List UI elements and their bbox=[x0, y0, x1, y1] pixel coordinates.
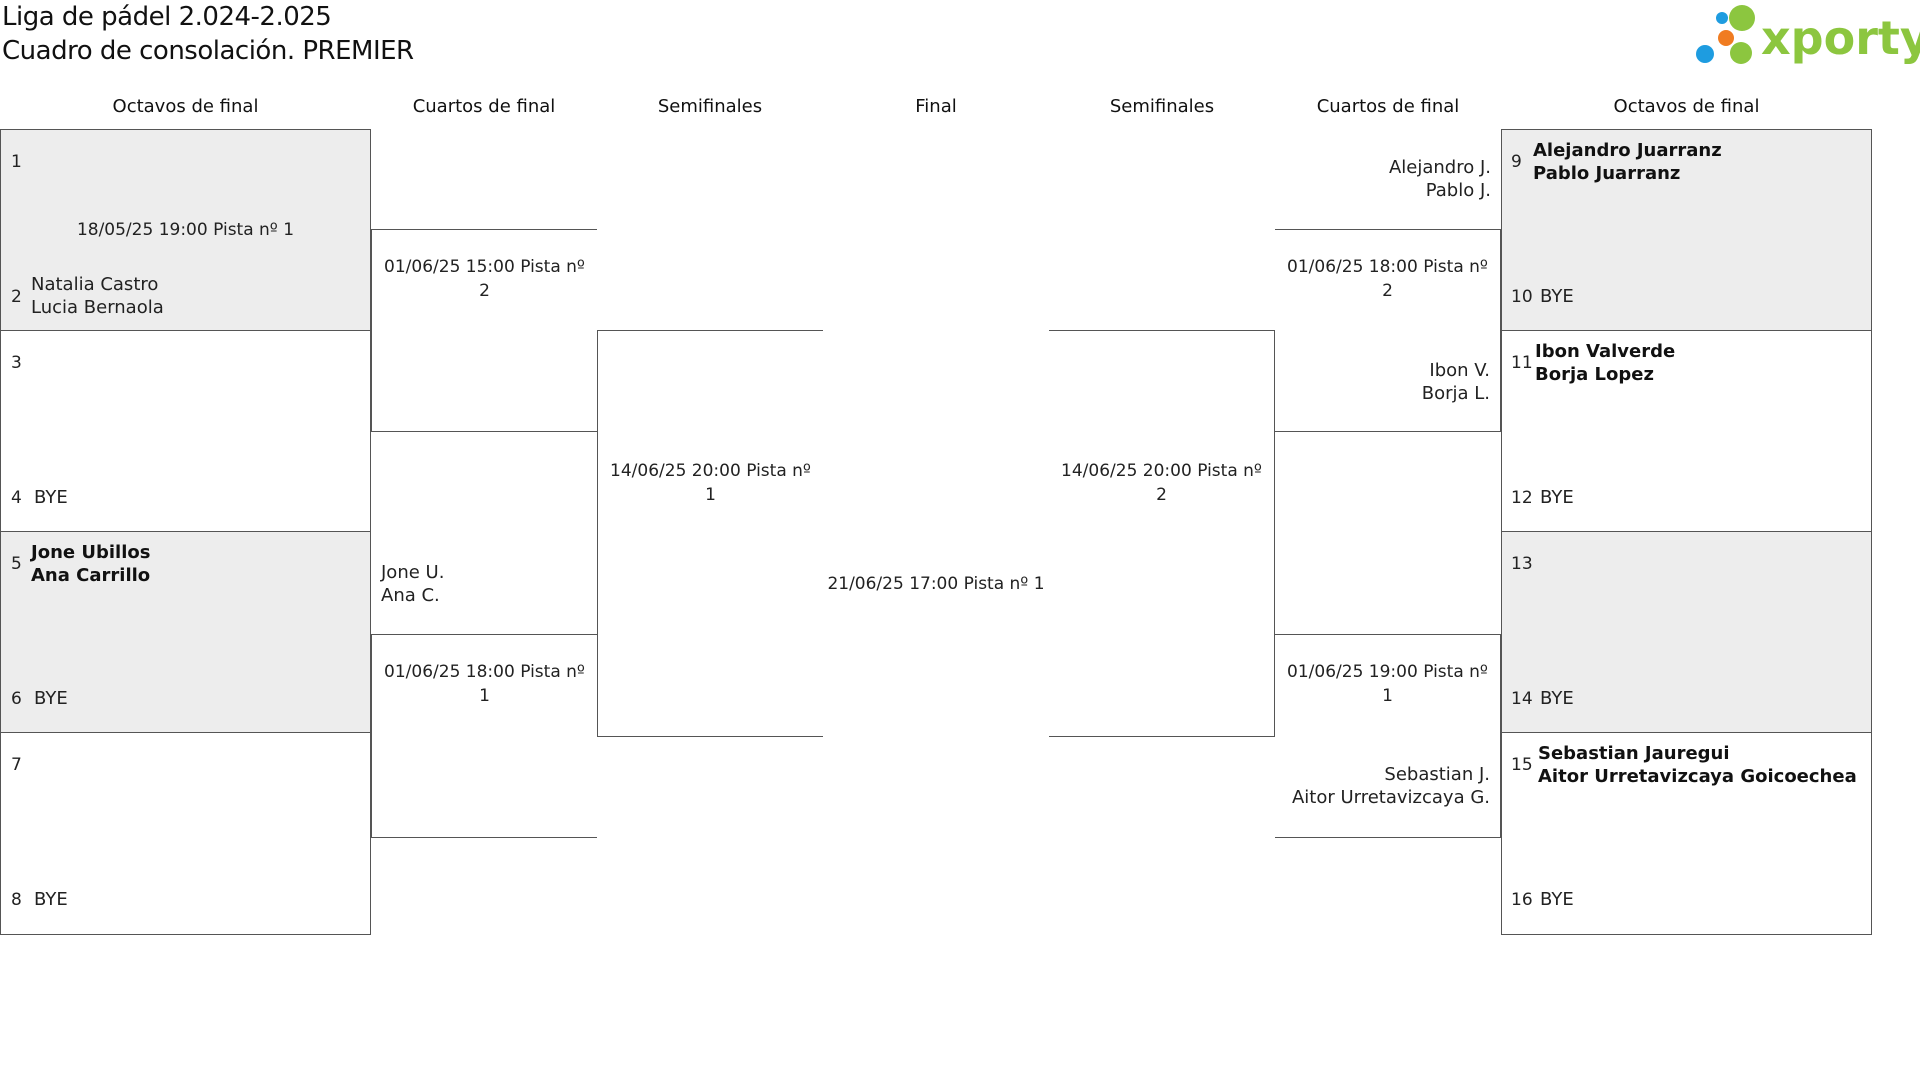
match-schedule: 14/06/25 20:00 Pista nº 2 bbox=[1061, 461, 1262, 505]
team-natalia-lucia: Natalia Castro Lucia Bernaola bbox=[31, 273, 164, 319]
seed-5: 5 bbox=[11, 554, 22, 574]
team-bye: BYE bbox=[1540, 487, 1574, 508]
player-name: Ana C. bbox=[381, 585, 440, 606]
seed-11: 11 bbox=[1511, 353, 1533, 373]
right-r16-match-3[interactable]: 13 14 BYE bbox=[1501, 531, 1872, 733]
team-ibon-borja: Ibon Valverde Borja Lopez bbox=[1535, 340, 1675, 386]
player-name: Borja L. bbox=[1421, 383, 1490, 404]
player-name: Aitor Urretavizcaya Goicoechea bbox=[1538, 766, 1857, 787]
team-sebastian-j-aitor-u: Sebastian J. Aitor Urretavizcaya G. bbox=[1275, 763, 1490, 809]
team-bye: BYE bbox=[1540, 889, 1574, 910]
final-schedule: 21/06/25 17:00 Pista nº 1 bbox=[827, 574, 1045, 594]
player-name: Sebastian Jauregui bbox=[1538, 743, 1730, 764]
left-sf-match[interactable]: 14/06/25 20:00 Pista nº 1 bbox=[597, 330, 823, 737]
match-schedule: 01/06/25 15:00 Pista nº 2 bbox=[384, 257, 585, 301]
player-name: Pablo J. bbox=[1425, 180, 1491, 201]
bracket-subtitle: Cuadro de consolación. PREMIER bbox=[2, 36, 414, 66]
left-r16-match-4[interactable]: 7 8 BYE bbox=[0, 732, 371, 935]
right-sf-match[interactable]: 14/06/25 20:00 Pista nº 2 bbox=[1049, 330, 1275, 737]
player-name: Aitor Urretavizcaya G. bbox=[1291, 787, 1490, 808]
col-header-left-qf: Cuartos de final bbox=[412, 96, 556, 117]
player-name: Ana Carrillo bbox=[31, 565, 151, 586]
match-schedule: 18/05/25 19:00 Pista nº 1 bbox=[76, 220, 295, 240]
player-name: Natalia Castro bbox=[31, 274, 159, 295]
match-schedule: 01/06/25 18:00 Pista nº 1 bbox=[384, 662, 585, 706]
team-bye: BYE bbox=[1540, 286, 1574, 307]
logo-text: xporty bbox=[1761, 11, 1920, 65]
right-qf-match-2[interactable]: 01/06/25 19:00 Pista nº 1 Sebastian J. A… bbox=[1275, 634, 1501, 838]
seed-1: 1 bbox=[11, 152, 22, 172]
logo-dots-icon: xporty bbox=[1696, 5, 1920, 65]
player-name: Ibon V. bbox=[1429, 360, 1490, 381]
seed-16: 16 bbox=[1511, 890, 1533, 910]
match-schedule: 14/06/25 20:00 Pista nº 1 bbox=[610, 461, 811, 505]
team-alejandro-pablo: Alejandro Juarranz Pablo Juarranz bbox=[1533, 139, 1722, 185]
match-schedule: 01/06/25 19:00 Pista nº 1 bbox=[1287, 662, 1488, 706]
right-r16-match-1[interactable]: 9 Alejandro Juarranz Pablo Juarranz 10 B… bbox=[1501, 129, 1872, 331]
team-bye: BYE bbox=[34, 688, 68, 709]
right-r16-match-4[interactable]: 15 Sebastian Jauregui Aitor Urretavizcay… bbox=[1501, 732, 1872, 935]
seed-12: 12 bbox=[1511, 488, 1533, 508]
left-r16-match-2[interactable]: 3 4 BYE bbox=[0, 330, 371, 532]
player-name: Jone Ubillos bbox=[31, 542, 151, 563]
team-ibon-v-borja-l: Ibon V. Borja L. bbox=[1275, 359, 1490, 405]
col-header-final: Final bbox=[915, 96, 957, 117]
player-name: Pablo Juarranz bbox=[1533, 163, 1681, 184]
player-name: Ibon Valverde bbox=[1535, 341, 1676, 362]
team-bye: BYE bbox=[34, 889, 68, 910]
player-name: Alejandro Juarranz bbox=[1533, 140, 1722, 161]
player-name: Sebastian J. bbox=[1384, 764, 1490, 785]
seed-7: 7 bbox=[11, 755, 22, 775]
seed-6: 6 bbox=[11, 689, 22, 709]
seed-13: 13 bbox=[1511, 554, 1533, 574]
left-qf-match-2[interactable]: 01/06/25 18:00 Pista nº 1 bbox=[371, 634, 597, 838]
seed-15: 15 bbox=[1511, 755, 1533, 775]
col-header-left-r16: Octavos de final bbox=[112, 96, 259, 117]
league-title: Liga de pádel 2.024-2.025 bbox=[2, 2, 332, 32]
right-qf-match-1[interactable]: 01/06/25 18:00 Pista nº 2 Ibon V. Borja … bbox=[1275, 229, 1501, 432]
xporty-logo: xporty bbox=[1695, 4, 1920, 70]
seed-8: 8 bbox=[11, 890, 22, 910]
team-sebastian-aitor: Sebastian Jauregui Aitor Urretavizcaya G… bbox=[1538, 742, 1857, 788]
team-bye: BYE bbox=[34, 487, 68, 508]
team-alejandro-j-pablo-j: Alejandro J. Pablo J. bbox=[1275, 156, 1491, 202]
seed-10: 10 bbox=[1511, 287, 1533, 307]
player-name: Lucia Bernaola bbox=[31, 297, 164, 318]
seed-2: 2 bbox=[11, 287, 22, 307]
left-qf-match-1[interactable]: 01/06/25 15:00 Pista nº 2 bbox=[371, 229, 597, 432]
right-r16-match-2[interactable]: 11 Ibon Valverde Borja Lopez 12 BYE bbox=[1501, 330, 1872, 532]
page-title: Liga de pádel 2.024-2.025 Cuadro de cons… bbox=[2, 0, 414, 68]
left-r16-match-3[interactable]: 5 Jone Ubillos Ana Carrillo 6 BYE bbox=[0, 531, 371, 733]
player-name: Jone U. bbox=[381, 562, 445, 583]
seed-14: 14 bbox=[1511, 689, 1533, 709]
match-schedule: 01/06/25 18:00 Pista nº 2 bbox=[1287, 257, 1488, 301]
col-header-left-sf: Semifinales bbox=[657, 96, 763, 117]
col-header-right-r16: Octavos de final bbox=[1613, 96, 1760, 117]
col-header-right-sf: Semifinales bbox=[1109, 96, 1215, 117]
player-name: Borja Lopez bbox=[1535, 364, 1654, 385]
player-name: Alejandro J. bbox=[1388, 157, 1491, 178]
seed-3: 3 bbox=[11, 353, 22, 373]
seed-9: 9 bbox=[1511, 152, 1522, 172]
left-r16-match-1[interactable]: 1 18/05/25 19:00 Pista nº 1 2 Natalia Ca… bbox=[0, 129, 371, 331]
col-header-right-qf: Cuartos de final bbox=[1316, 96, 1460, 117]
team-jone-u-ana-c: Jone U. Ana C. bbox=[381, 561, 444, 607]
seed-4: 4 bbox=[11, 488, 22, 508]
team-jone-ana: Jone Ubillos Ana Carrillo bbox=[31, 541, 150, 587]
team-bye: BYE bbox=[1540, 688, 1574, 709]
